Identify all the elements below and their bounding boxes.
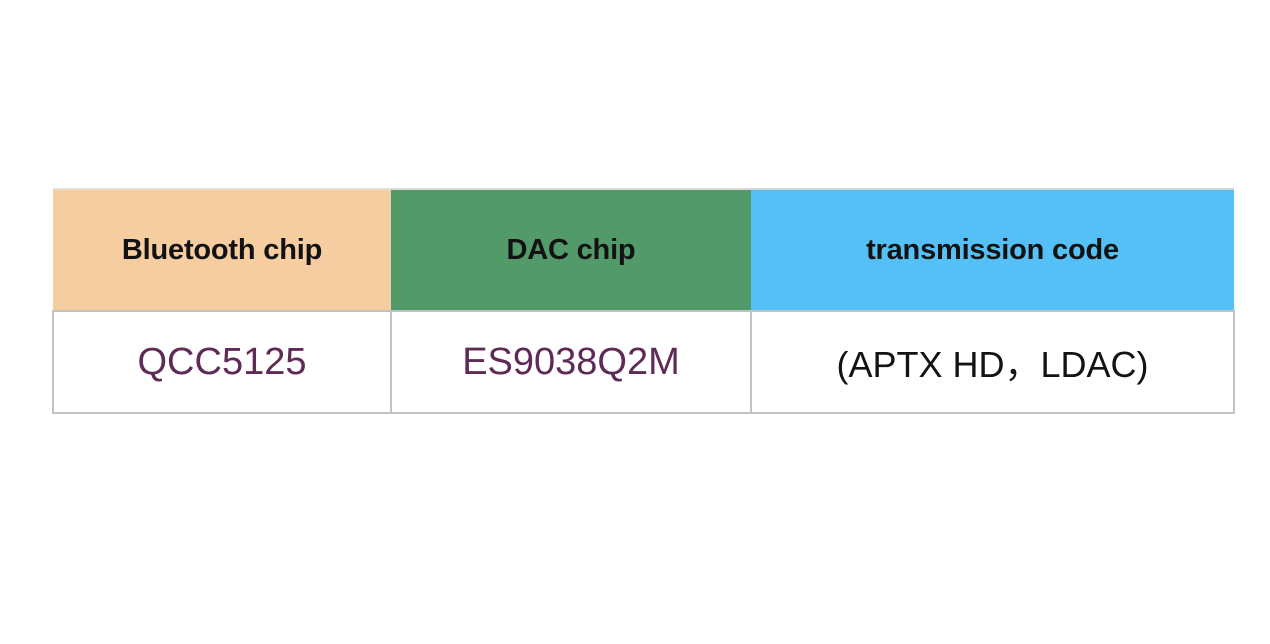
specs-table: Bluetooth chip DAC chip transmission cod… [52,188,1235,414]
specs-table-body: QCC5125 ES9038Q2M (APTX HD，LDAC) [52,310,1235,414]
column-header-bluetooth-chip: Bluetooth chip [53,188,391,311]
cell-transmission-code-value: (APTX HD，LDAC) [750,310,1235,414]
table-row: QCC5125 ES9038Q2M (APTX HD，LDAC) [52,310,1235,414]
cell-bluetooth-chip-value: QCC5125 [52,310,392,414]
specs-table-header: Bluetooth chip DAC chip transmission cod… [53,188,1234,311]
cell-dac-chip-value: ES9038Q2M [390,310,752,414]
column-header-transmission-code: transmission code [751,188,1234,311]
header-row: Bluetooth chip DAC chip transmission cod… [53,188,1234,311]
column-header-dac-chip: DAC chip [391,188,751,311]
